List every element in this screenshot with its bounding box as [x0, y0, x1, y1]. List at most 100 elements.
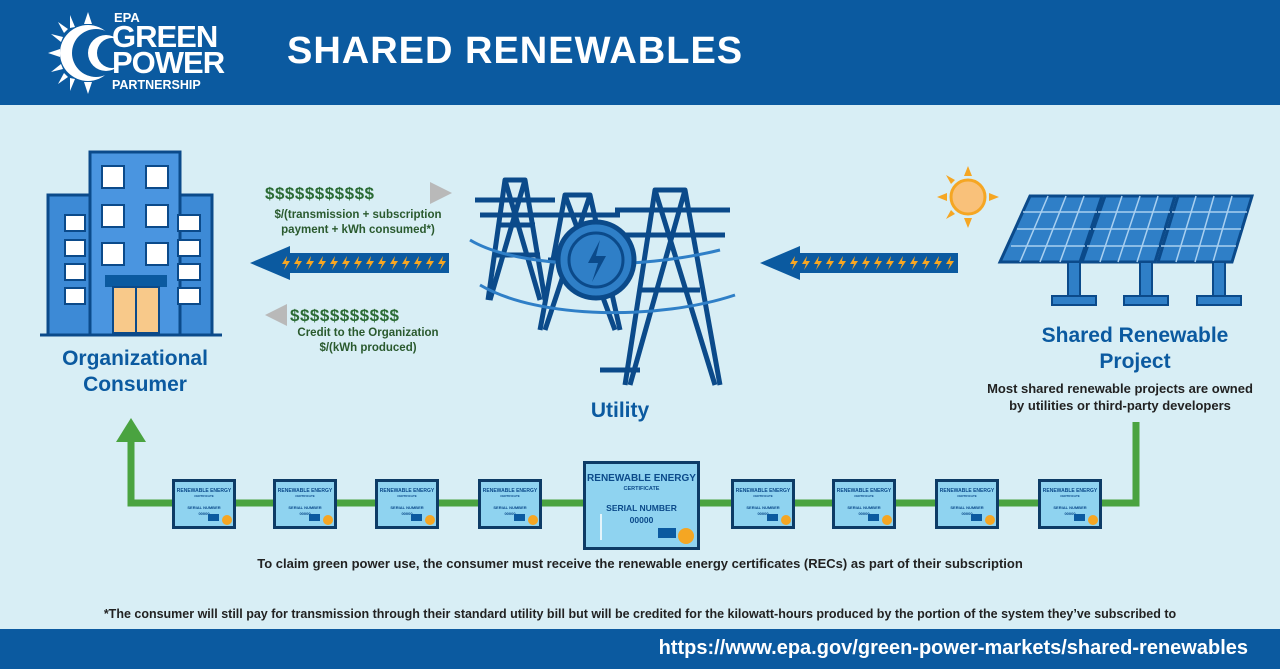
logo-green-text: GREEN — [112, 19, 218, 54]
office-building-icon — [40, 150, 222, 337]
rec-serial-label: SERIAL NUMBER — [390, 505, 423, 510]
lightning-icon — [838, 256, 846, 270]
consumer-label-line2: Consumer — [83, 373, 187, 396]
rec-serial-value: 00000 — [401, 511, 413, 516]
lightning-icon — [814, 256, 822, 270]
rec-title: RENEWABLE ENERGY — [177, 488, 232, 494]
energy-arrow-utility-to-consumer — [250, 246, 449, 280]
rec-serial-value: 00000 — [630, 515, 654, 525]
rec-subtitle: CERTIFICATE — [397, 494, 417, 498]
header-bar: EPA GREEN POWER PARTNERSHIP SHARED RENEW… — [0, 0, 1280, 105]
logo-partnership-text: PARTNERSHIP — [112, 78, 201, 92]
rec-title: RENEWABLE ENERGY — [1043, 488, 1098, 494]
rec-subtitle: CERTIFICATE — [624, 486, 660, 492]
rec-subtitle: CERTIFICATE — [957, 494, 977, 498]
rec-subtitle: CERTIFICATE — [500, 494, 520, 498]
lightning-icon — [282, 256, 290, 270]
rec-subtitle: CERTIFICATE — [1060, 494, 1080, 498]
payment-caption-line2: payment + kWh consumed*) — [281, 224, 435, 236]
lightning-icon — [898, 256, 906, 270]
payment-dollar-symbols: $$$$$$$$$$$ — [265, 184, 375, 203]
footer-url-link[interactable]: https://www.epa.gov/green-power-markets/… — [658, 637, 1248, 659]
rec-path-arrow-head — [116, 418, 146, 442]
logo-epa-text: EPA — [114, 10, 140, 25]
lightning-icon — [402, 256, 410, 270]
rec-serial-value: 00000 — [757, 511, 769, 516]
lightning-icon — [802, 256, 810, 270]
lightning-icon — [318, 256, 326, 270]
rec-serial-value: 00000 — [299, 511, 311, 516]
project-description-line1: Most shared renewable projects are owned — [987, 381, 1253, 396]
footnote: *The consumer will still pay for transmi… — [103, 607, 1177, 621]
rec-title: RENEWABLE ENERGY — [483, 488, 538, 494]
credit-caption-line2: $/(kWh produced) — [319, 342, 417, 354]
lightning-icon — [426, 256, 434, 270]
rec-serial-label: SERIAL NUMBER — [493, 505, 526, 510]
lightning-icon — [826, 256, 834, 270]
green-power-partnership-logo[interactable]: EPA GREEN POWER PARTNERSHIP — [48, 10, 248, 96]
rec-serial-value: 00000 — [1064, 511, 1076, 516]
lightning-icon — [354, 256, 362, 270]
rec-subtitle: CERTIFICATE — [854, 494, 874, 498]
credit-dollar-symbols: $$$$$$$$$$$ — [290, 306, 400, 325]
credit-caption: Credit to the Organization $/(kWh produc… — [258, 326, 478, 356]
lightning-icon — [874, 256, 882, 270]
footer-bar: https://www.epa.gov/green-power-markets/… — [0, 629, 1280, 669]
lightning-icon — [886, 256, 894, 270]
lightning-icon — [862, 256, 870, 270]
rec-serial-label: SERIAL NUMBER — [847, 505, 880, 510]
rec-serial-value: 00000 — [858, 511, 870, 516]
lightning-icon — [414, 256, 422, 270]
rec-title: RENEWABLE ENERGY — [380, 488, 435, 494]
rec-serial-label: SERIAL NUMBER — [288, 505, 321, 510]
rec-serial-label: SERIAL NUMBER — [1053, 505, 1086, 510]
credit-caption-line1: Credit to the Organization — [297, 327, 439, 339]
lightning-icon — [910, 256, 918, 270]
solar-panels-icon — [997, 194, 1255, 306]
rec-subtitle: CERTIFICATE — [753, 494, 773, 498]
lightning-icon — [934, 256, 942, 270]
project-description-line2: by utilities or third-party developers — [1009, 398, 1231, 413]
rec-serial-label: SERIAL NUMBER — [187, 505, 220, 510]
sun-icon — [937, 166, 999, 228]
rec-serial-value: 00000 — [961, 511, 973, 516]
utility-meter-icon — [555, 219, 637, 301]
rec-serial-label: SERIAL NUMBER — [746, 505, 779, 510]
lightning-icon — [850, 256, 858, 270]
rec-serial-value: 00000 — [504, 511, 516, 516]
rec-subtitle: CERTIFICATE — [295, 494, 315, 498]
lightning-icon — [438, 256, 446, 270]
energy-arrow-project-to-utility — [760, 246, 958, 280]
lightning-icon — [342, 256, 350, 270]
lightning-icon — [294, 256, 302, 270]
page-title: SHARED RENEWABLES — [287, 30, 744, 72]
utility-label: Utility — [590, 399, 650, 422]
rec-subtitle: CERTIFICATE — [194, 494, 214, 498]
lightning-icon — [366, 256, 374, 270]
payment-arrow-head — [430, 182, 452, 204]
payment-caption: $/(transmission + subscription payment +… — [248, 208, 468, 238]
logo-power-text: POWER — [112, 45, 225, 80]
lightning-icon — [922, 256, 930, 270]
project-label-line1: Shared Renewable — [1041, 324, 1229, 347]
lightning-icon — [306, 256, 314, 270]
consumer-label-line1: Organizational — [62, 347, 208, 370]
rec-caption: To claim green power use, the consumer m… — [257, 556, 1023, 571]
rec-title: RENEWABLE ENERGY — [587, 473, 696, 484]
sunburst-logo-icon — [48, 12, 126, 94]
rec-serial-value: 00000 — [198, 511, 210, 516]
credit-arrow-head — [265, 304, 287, 326]
transmission-towers-icon — [469, 177, 736, 386]
rec-title: RENEWABLE ENERGY — [940, 488, 995, 494]
lightning-icon — [946, 256, 954, 270]
project-label: Shared Renewable Project — [1000, 323, 1270, 375]
rec-title: RENEWABLE ENERGY — [837, 488, 892, 494]
